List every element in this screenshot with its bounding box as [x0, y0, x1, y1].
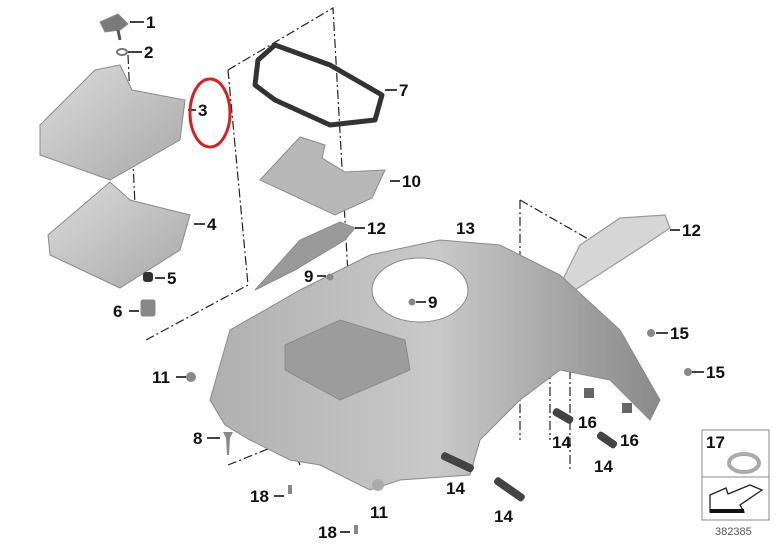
part-15-screw — [647, 329, 655, 337]
label-14d: 14 — [594, 457, 613, 476]
part-12-trim-right — [559, 214, 671, 291]
label-11a: 11 — [152, 368, 170, 387]
label-9a: 9 — [304, 267, 313, 286]
label-18b: 18 — [318, 523, 337, 542]
label-8: 8 — [193, 429, 202, 448]
label-17: 17 — [706, 433, 725, 452]
part-18-screw — [354, 525, 358, 534]
storage-recess — [284, 319, 411, 401]
part-10-pad — [259, 136, 386, 216]
part-5-nut — [143, 272, 153, 282]
part-7-seal — [252, 42, 385, 128]
part-15-screw — [684, 368, 692, 376]
label-9b: 9 — [428, 293, 437, 312]
part-6-clip — [140, 299, 156, 317]
assembly-line — [519, 199, 591, 241]
part-14-pads — [440, 408, 618, 502]
highlight-circle — [188, 77, 232, 149]
filler-opening — [371, 257, 469, 323]
part-13-tank-cover — [209, 239, 661, 491]
label-15b: 15 — [706, 363, 725, 382]
part-2-washer — [116, 48, 128, 56]
label-1: 1 — [146, 13, 155, 32]
label-10: 10 — [402, 172, 421, 191]
part-11-grommet — [186, 372, 196, 382]
label-7: 7 — [399, 81, 408, 100]
label-3: 3 — [198, 101, 207, 120]
part-3-cover — [39, 64, 186, 181]
part-9-screw — [408, 298, 416, 306]
part-18-screw — [288, 485, 292, 494]
label-18a: 18 — [250, 487, 269, 506]
assembly-line — [145, 69, 249, 341]
label-12a: 12 — [367, 219, 386, 238]
part-4-tray — [47, 181, 191, 289]
label-14c: 14 — [552, 433, 571, 452]
label-12b: 12 — [682, 221, 701, 240]
assembly-line — [227, 439, 301, 466]
part-9-screw — [326, 273, 334, 281]
label-14b: 14 — [494, 507, 513, 526]
label-16a: 16 — [578, 413, 597, 432]
part-1-knob — [99, 13, 129, 41]
label-13: 13 — [456, 219, 475, 238]
label-4: 4 — [207, 215, 217, 234]
label-14a: 14 — [446, 479, 465, 498]
washer-icon — [727, 452, 761, 474]
diagram-number: 382385 — [715, 526, 752, 538]
part-16-clip — [622, 403, 632, 413]
label-11b: 11 — [370, 503, 388, 522]
label-5: 5 — [167, 269, 176, 288]
part-11-grommet — [372, 479, 384, 491]
label-6: 6 — [113, 302, 122, 321]
label-16b: 16 — [620, 431, 639, 450]
label-15a: 15 — [670, 324, 689, 343]
part-16-clip — [584, 388, 594, 398]
label-2: 2 — [144, 43, 153, 62]
legend-box: 17 — [701, 429, 770, 521]
part-8-bolt — [223, 432, 233, 455]
